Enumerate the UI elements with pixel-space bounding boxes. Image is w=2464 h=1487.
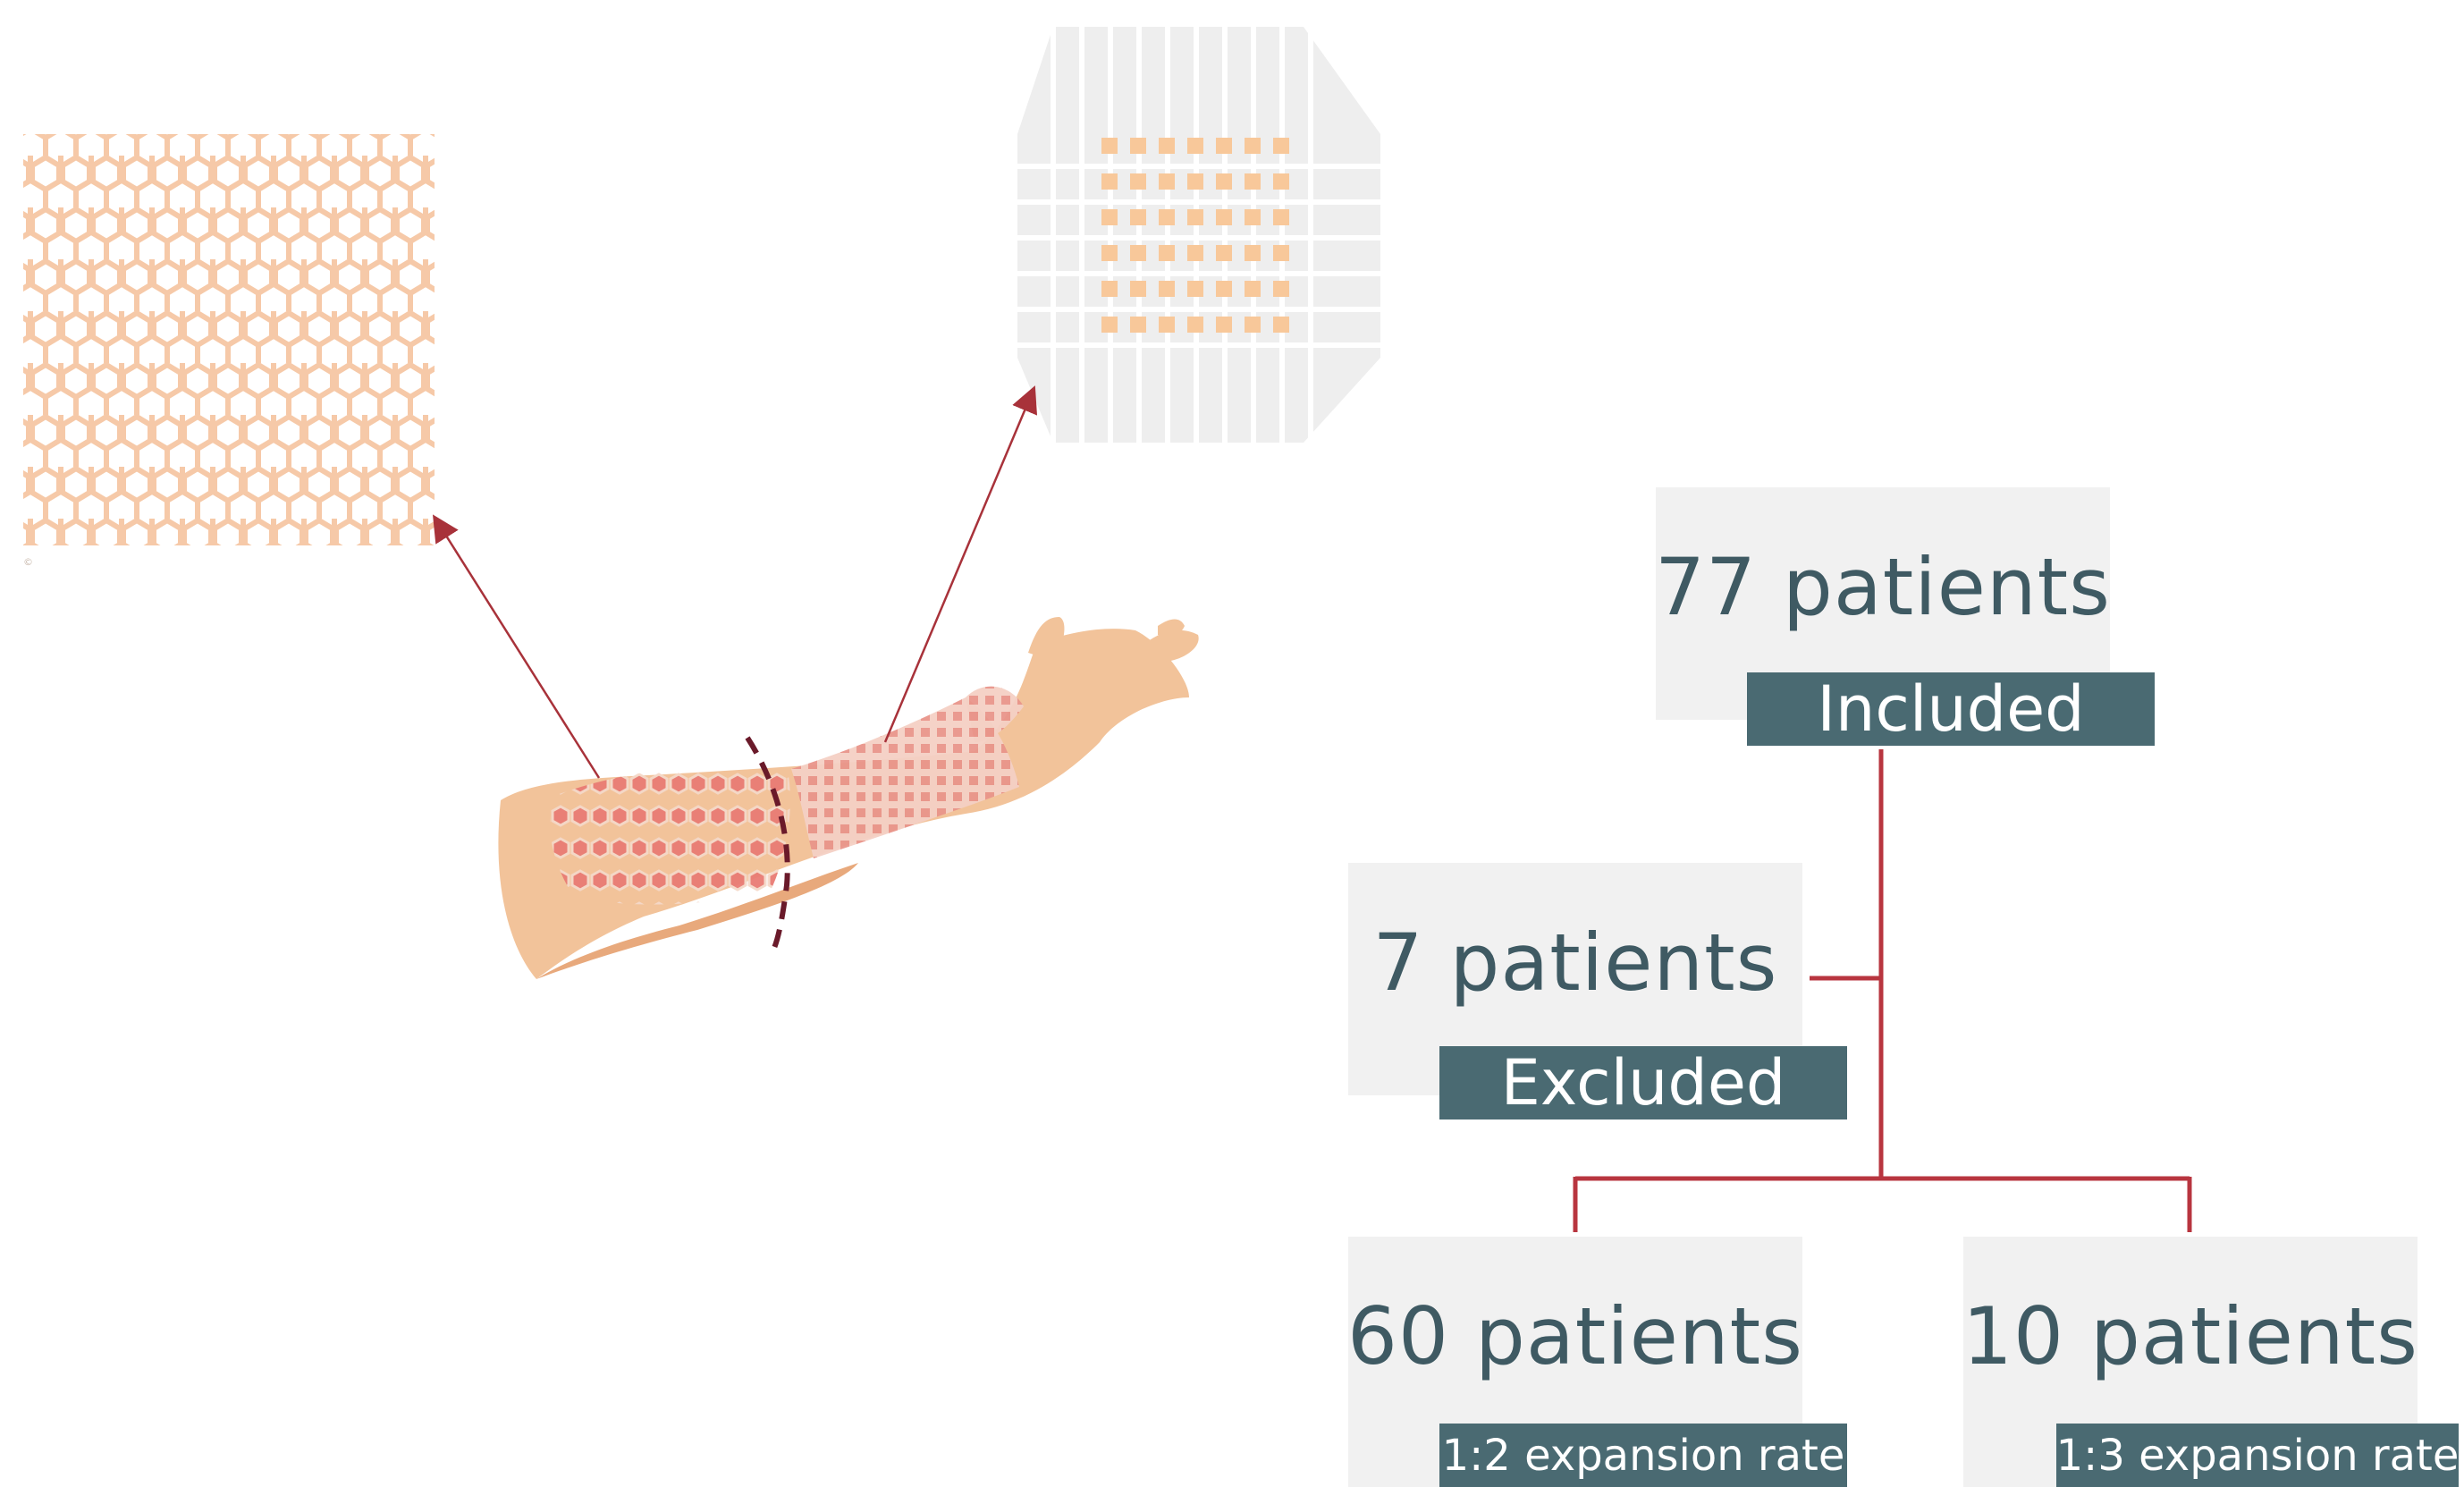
included-count: 77 patients — [1655, 487, 2111, 633]
excluded-label: Excluded — [1439, 1046, 1847, 1119]
excluded-count: 7 patients — [1373, 863, 1778, 1009]
group-b-count: 10 patients — [1962, 1237, 2418, 1382]
group-b-label: 1:3 expansion rate — [2056, 1424, 2459, 1487]
group-a-count: 60 patients — [1347, 1237, 1803, 1382]
included-label: Included — [1747, 672, 2155, 746]
group-a-label: 1:2 expansion rate — [1439, 1424, 1847, 1487]
